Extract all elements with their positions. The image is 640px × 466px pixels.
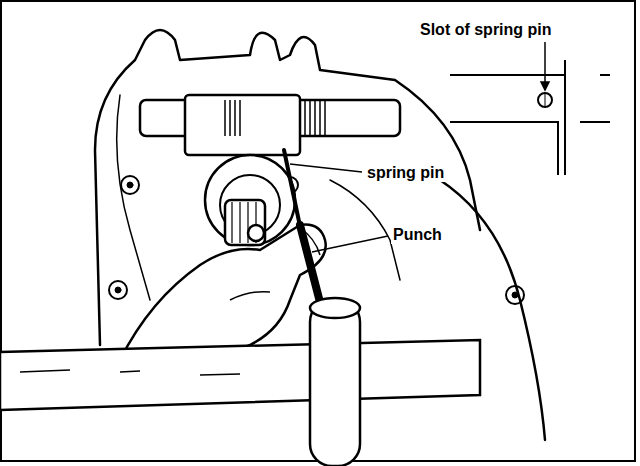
punch bbox=[284, 150, 322, 310]
output-shaft bbox=[205, 155, 295, 245]
callout-label: Slot of spring pin bbox=[418, 21, 554, 39]
leader-lines bbox=[290, 42, 549, 252]
hammer bbox=[0, 298, 480, 466]
inset-detail bbox=[450, 60, 610, 175]
shift-rod bbox=[140, 95, 400, 155]
part-label: spring pin bbox=[365, 164, 446, 182]
tool-label: Punch bbox=[391, 226, 444, 244]
